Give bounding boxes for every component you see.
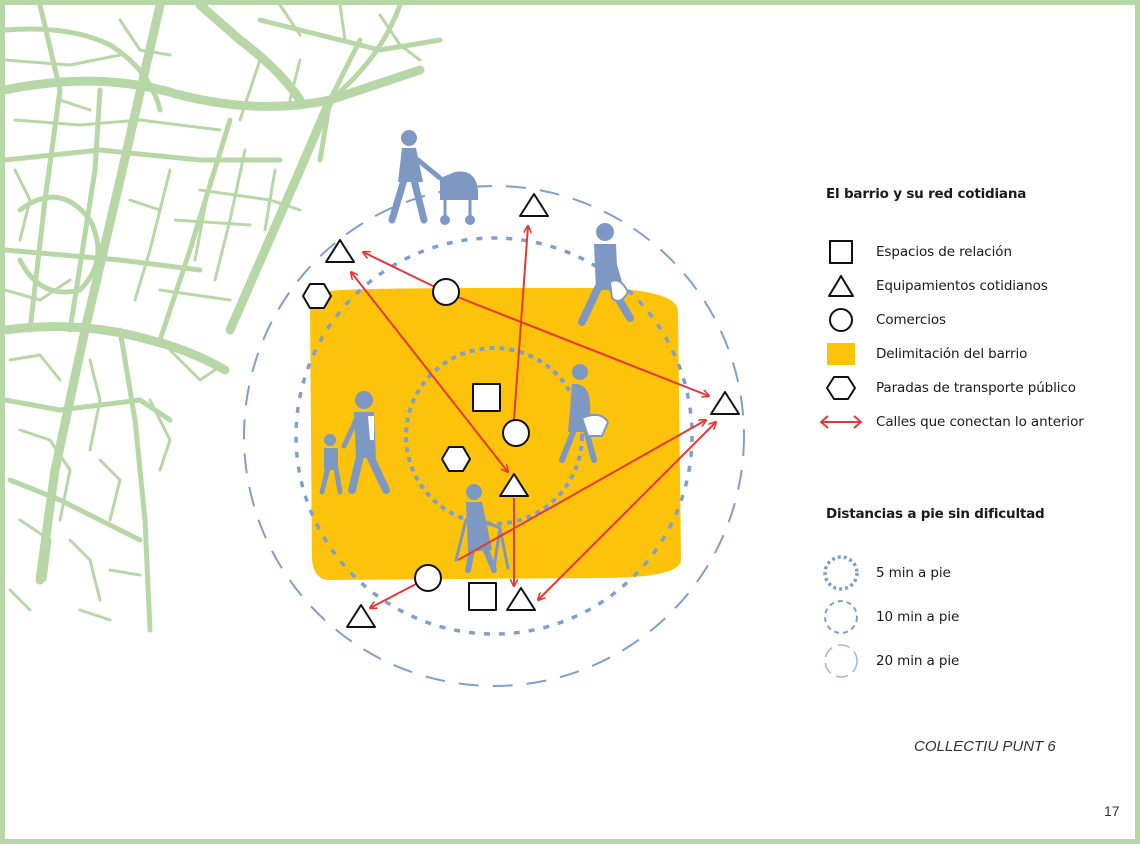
legend-title: El barrio y su red cotidiana <box>826 186 1027 202</box>
triangle-icon <box>506 587 536 611</box>
square-icon <box>829 240 853 264</box>
legend-item-square: Espacios de relación <box>818 240 1012 264</box>
street-arrow <box>538 422 716 600</box>
hexagon-icon <box>826 376 856 400</box>
credit-text: COLLECTIU PUNT 6 <box>914 738 1056 755</box>
legend-item-arrow: Calles que conectan lo anterior <box>818 410 1084 434</box>
legend-label: 5 min a pie <box>876 565 951 581</box>
triangle-icon <box>499 473 529 497</box>
distances-title: Distancias a pie sin dificultad <box>826 506 1045 522</box>
circle-icon <box>502 419 530 447</box>
street-arrow <box>513 226 528 421</box>
page-number: 17 <box>1104 803 1120 819</box>
symbols <box>302 193 740 628</box>
double-arrow-icon <box>820 415 862 429</box>
legend-item-hexagon: Paradas de transporte público <box>818 376 1076 400</box>
circle-icon <box>829 308 853 332</box>
street-arrow <box>370 583 417 608</box>
ring-20-min <box>243 185 745 687</box>
hexagon-icon <box>302 283 332 309</box>
street-map <box>5 5 443 633</box>
legend-label: Espacios de relación <box>876 244 1012 260</box>
square-icon <box>468 582 497 611</box>
dotted-circle-icon <box>823 555 859 591</box>
legend-label: 10 min a pie <box>876 609 960 625</box>
woman-with-stroller-figure <box>388 130 479 225</box>
circle-icon <box>414 564 442 592</box>
connecting-streets <box>351 226 716 608</box>
legend-item-triangle: Equipamientos cotidianos <box>818 274 1048 298</box>
circle-icon <box>432 278 460 306</box>
legend-label: 20 min a pie <box>876 653 960 669</box>
long-dashed-circle-icon <box>824 644 858 678</box>
square-icon <box>472 383 501 412</box>
legend-item-circle: Comercios <box>818 308 946 332</box>
street-arrow <box>351 272 508 472</box>
legend-item-20min: 20 min a pie <box>818 644 960 678</box>
triangle-icon <box>710 391 740 415</box>
legend-item-10min: 10 min a pie <box>818 600 960 634</box>
legend-label: Calles que conectan lo anterior <box>876 414 1084 430</box>
yellow-block-icon <box>827 343 855 365</box>
shopper-with-bag-figure <box>578 223 634 326</box>
legend-label: Comercios <box>876 312 946 328</box>
triangle-icon <box>346 604 376 628</box>
legend-item-5min: 5 min a pie <box>818 555 951 591</box>
dashed-circle-icon <box>824 600 858 634</box>
legend-label: Paradas de transporte público <box>876 380 1076 396</box>
triangle-icon <box>519 193 549 217</box>
legend-label: Equipamientos cotidianos <box>876 278 1048 294</box>
triangle-icon <box>828 275 854 297</box>
legend-label: Delimitación del barrio <box>876 346 1028 362</box>
street-arrow <box>363 252 438 289</box>
hexagon-icon <box>441 446 471 472</box>
triangle-icon <box>325 239 355 263</box>
legend-item-boundary: Delimitación del barrio <box>818 342 1027 366</box>
